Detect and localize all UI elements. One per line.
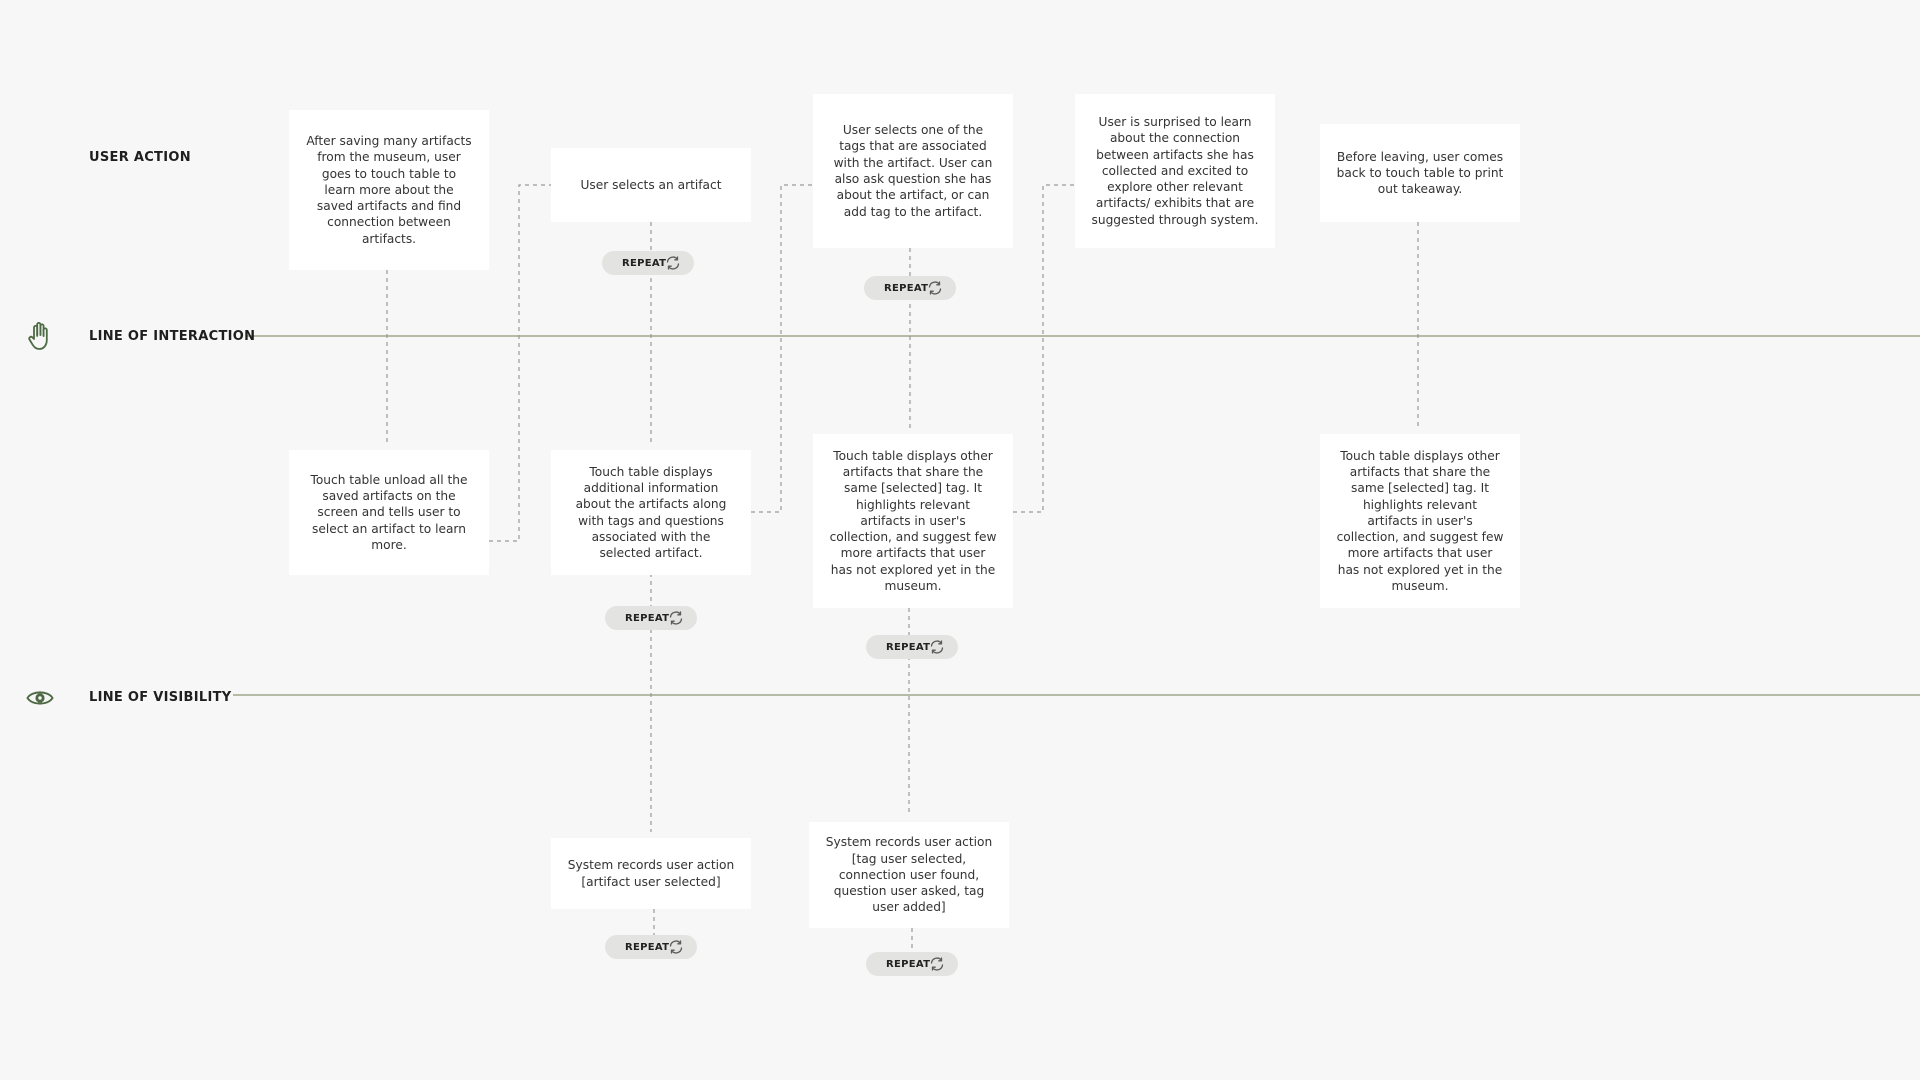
repeat-badge: REPEAT [864, 276, 956, 300]
frontstage-card: Touch table displays other artifacts tha… [1320, 434, 1520, 608]
backstage-card: System records user action [artifact use… [551, 838, 751, 909]
repeat-cycle-icon [930, 957, 944, 971]
repeat-badge: REPEAT [866, 635, 958, 659]
hand-icon [28, 322, 48, 350]
repeat-cycle-icon [669, 611, 683, 625]
repeat-label: REPEAT [886, 641, 931, 653]
repeat-label: REPEAT [622, 257, 667, 269]
repeat-cycle-icon [930, 640, 944, 654]
repeat-badge: REPEAT [605, 935, 697, 959]
user-action-card: User selects one of the tags that are as… [813, 94, 1013, 248]
repeat-badge: REPEAT [605, 606, 697, 630]
connector-step-2 [751, 184, 813, 513]
frontstage-card: Touch table displays other artifacts tha… [813, 434, 1013, 608]
repeat-cycle-icon [669, 940, 683, 954]
frontstage-card: Touch table unload all the saved artifac… [289, 450, 489, 575]
lane-label-line-of-visibility: LINE OF VISIBILITY [89, 690, 232, 705]
frontstage-card: Touch table displays additional informat… [551, 450, 751, 575]
user-action-card: User selects an artifact [551, 148, 751, 222]
connector-step-1 [489, 184, 551, 542]
user-action-card: After saving many artifacts from the mus… [289, 110, 489, 270]
lane-label-line-of-interaction: LINE OF INTERACTION [89, 329, 256, 344]
repeat-label: REPEAT [625, 941, 670, 953]
user-action-card: Before leaving, user comes back to touch… [1320, 124, 1520, 222]
eye-icon [26, 691, 54, 705]
lane-label-user-action: USER ACTION [89, 150, 191, 165]
backstage-card: System records user action [tag user sel… [809, 822, 1009, 928]
repeat-badge: REPEAT [866, 952, 958, 976]
repeat-label: REPEAT [625, 612, 670, 624]
user-action-card: User is surprised to learn about the con… [1075, 94, 1275, 248]
repeat-cycle-icon [666, 256, 680, 270]
connector-step-3 [1013, 184, 1075, 513]
repeat-label: REPEAT [886, 958, 931, 970]
repeat-badge: REPEAT [602, 251, 694, 275]
repeat-label: REPEAT [884, 282, 929, 294]
repeat-cycle-icon [928, 281, 942, 295]
